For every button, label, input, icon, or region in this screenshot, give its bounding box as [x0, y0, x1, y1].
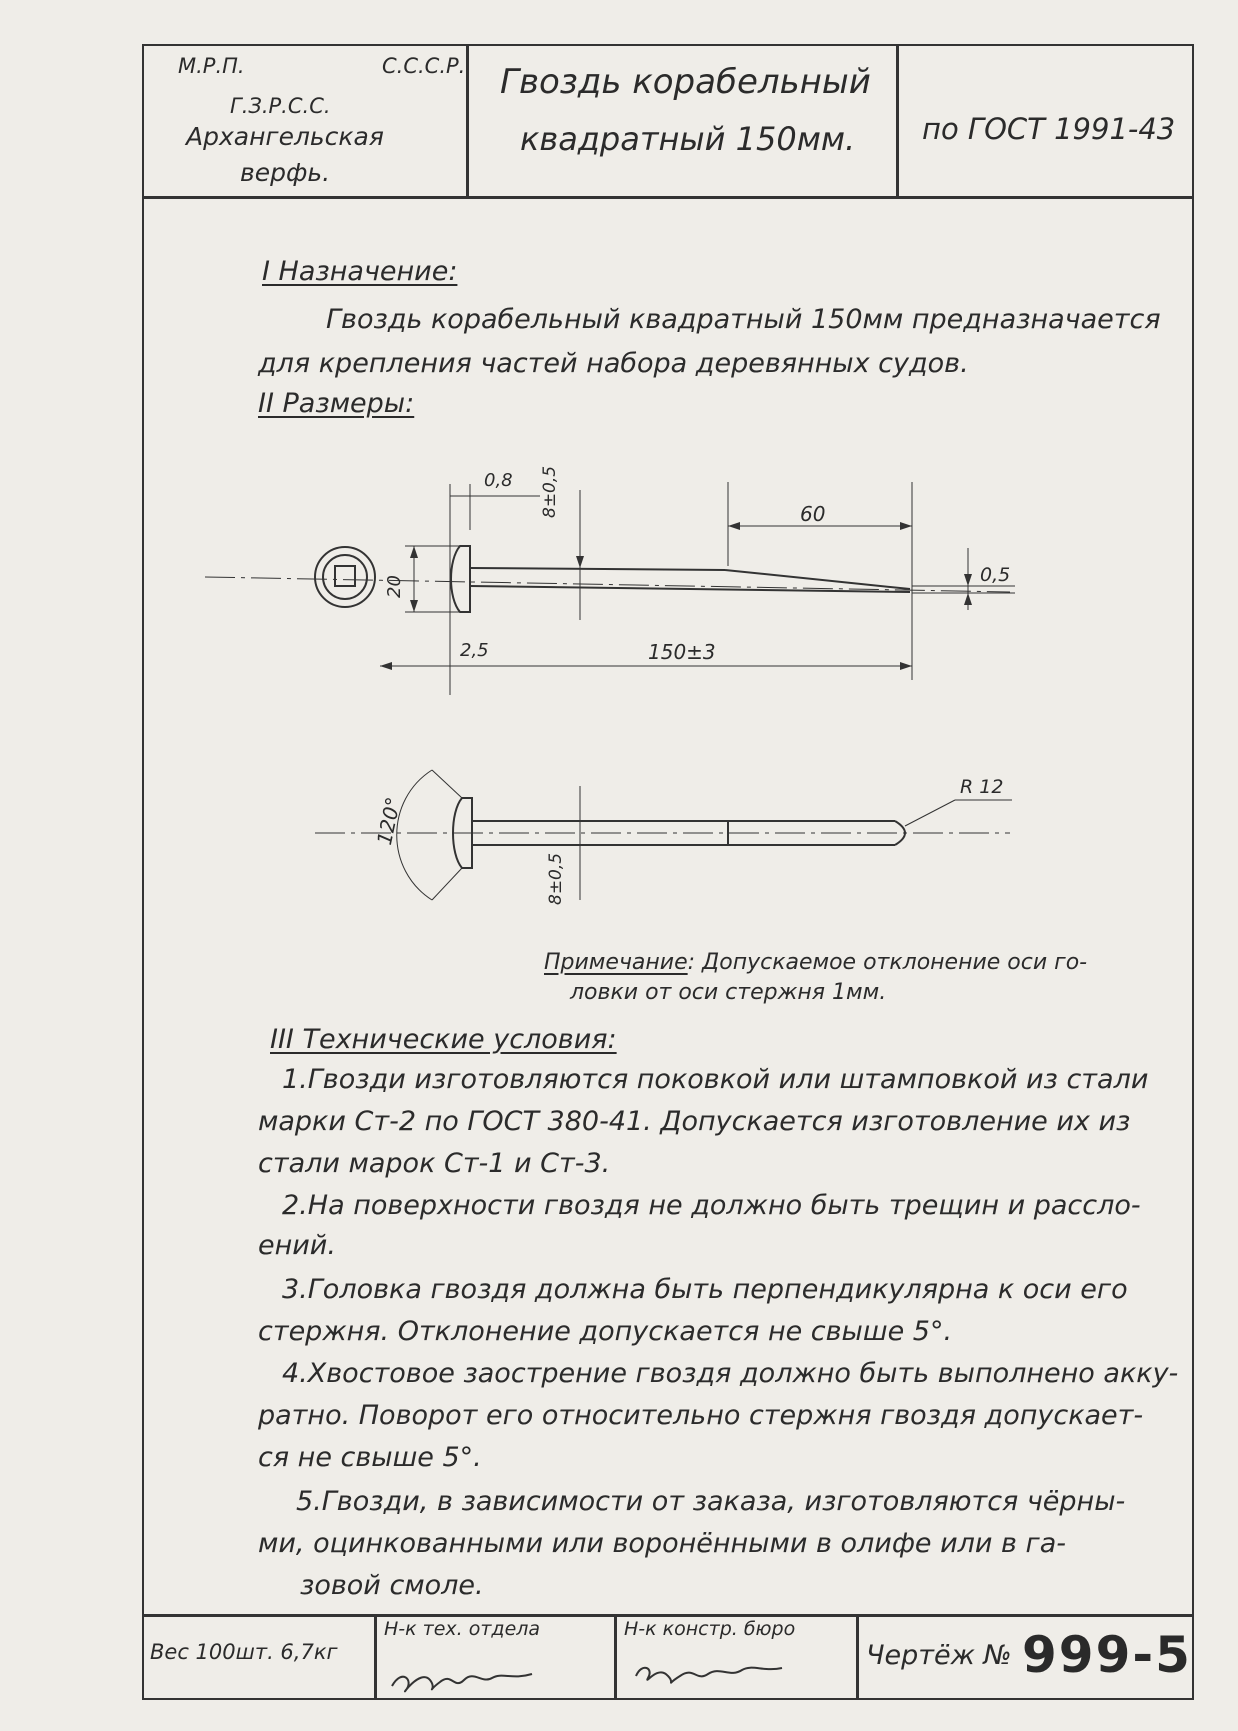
shank-top-edge: [469, 567, 726, 571]
dim-label-shoulder: 2,5: [460, 640, 489, 661]
dim-label-head-offset: 8±0,5: [540, 465, 560, 518]
arrow-length-left: [380, 662, 392, 670]
arrow-offset: [576, 556, 584, 568]
nail-head-side-view: [452, 797, 473, 869]
note-text-1: : Допускаемое отклонение оси го-: [687, 950, 1088, 975]
tech-line-6: 3.Головка гвоздя должна быть перпендикул…: [282, 1274, 1128, 1305]
dim-label-head-thickness: 0,8: [484, 470, 513, 491]
section1-heading: I Назначение:: [262, 256, 458, 287]
note-label: Примечание: [544, 950, 688, 975]
shank-bottom-edge: [469, 585, 911, 593]
tech-line-5: ений.: [258, 1230, 336, 1261]
header-divider-1: [466, 44, 469, 196]
dim-arc-angle: [396, 769, 433, 901]
tech-line-13: зовой смоле.: [300, 1570, 484, 1601]
dim-label-tip: 0,5: [980, 564, 1011, 586]
arrow-taper-left: [728, 522, 740, 530]
radius-leader: [904, 799, 956, 827]
top-view-axis: [204, 576, 1011, 593]
org-city: Архангельская: [186, 122, 384, 151]
nail-drawing: [204, 482, 1015, 901]
section1-text-line2: для крепления частей набора деревянных с…: [258, 348, 969, 379]
side-tip-rounded: [894, 820, 906, 846]
head-end-view-circle: [314, 546, 376, 608]
footer-drawing-number: 999-5: [1022, 1626, 1192, 1684]
footer-dept-head: Н-к тех. отдела: [384, 1618, 541, 1640]
footer-top-line: [142, 1614, 1194, 1617]
standard-ref: по ГОСТ 1991-43: [922, 112, 1176, 146]
tech-line-1: 1.Гвозди изготовляются поковкой или штам…: [282, 1064, 1149, 1095]
note-line1: Примечание: Допускаемое отклонение оси г…: [544, 950, 1087, 975]
header-divider-2: [896, 44, 899, 196]
tech-line-4: 2.На поверхности гвоздя не должно быть т…: [282, 1190, 1141, 1221]
arrow-taper-right: [900, 522, 912, 530]
section3-heading: III Технические условия:: [270, 1024, 617, 1055]
org-country: С.С.С.Р.: [382, 54, 466, 78]
shank-square-section: [334, 565, 356, 587]
dim-label-head-offset-side: 8±0,5: [546, 852, 566, 905]
dim-label-radius: R 12: [960, 776, 1004, 798]
tech-line-8: 4.Хвостовое заострение гвоздя должно быт…: [282, 1358, 1179, 1389]
section1-text-line1: Гвоздь корабельный квадратный 150мм пред…: [326, 304, 1161, 335]
section2-heading: II Размеры:: [258, 388, 415, 419]
dim-label-taper: 60: [800, 502, 826, 526]
tech-line-2: марки Ст-2 по ГОСТ 380-41. Допускается и…: [258, 1106, 1131, 1137]
tech-line-12: ми, оцинкованными или воронёнными в олиф…: [258, 1528, 1066, 1559]
dim-label-length: 150±3: [648, 640, 716, 664]
footer-weight: Вес 100шт. 6,7кг: [150, 1640, 338, 1664]
head-end-view-inner: [322, 554, 368, 600]
tech-line-10: ся не свыше 5°.: [258, 1442, 482, 1473]
footer-design-head: Н-к констр. бюро: [624, 1618, 796, 1640]
tech-line-3: стали марок Ст-1 и Ст-3.: [258, 1148, 611, 1179]
arrow-length-right: [900, 662, 912, 670]
org-ministry: М.Р.П.: [178, 54, 245, 78]
footer-drawing-label: Чертёж №: [866, 1640, 1012, 1671]
taper-edge: [724, 569, 911, 590]
header-bottom-line: [142, 196, 1194, 199]
footer-divider-2: [614, 1614, 617, 1700]
arrow-dia-bottom: [410, 600, 418, 612]
arrow-tip-bottom: [964, 593, 972, 605]
doc-title-line2: квадратный 150мм.: [520, 120, 856, 158]
tech-line-9: ратно. Поворот его относительно стержня …: [258, 1400, 1144, 1431]
nail-head-side: [450, 545, 471, 613]
tech-line-7: стержня. Отклонение допускается не свыше…: [258, 1316, 953, 1347]
org-code: Г.З.Р.С.С.: [230, 94, 331, 118]
angle-ray-bottom: [431, 867, 463, 901]
org-shipyard: верфь.: [240, 158, 331, 187]
arrow-dia-top: [410, 546, 418, 558]
arrow-tip-top: [964, 574, 972, 586]
footer-divider-1: [374, 1614, 377, 1700]
note-line2: ловки от оси стержня 1мм.: [570, 980, 887, 1005]
doc-title-line1: Гвоздь корабельный: [500, 62, 871, 102]
drawing-frame: [142, 44, 1194, 1700]
tech-line-11: 5.Гвозди, в зависимости от заказа, изгот…: [296, 1486, 1126, 1517]
footer-divider-3: [856, 1614, 859, 1700]
dim-label-head-dia: 20: [384, 575, 405, 598]
angle-ray-top: [431, 769, 463, 799]
